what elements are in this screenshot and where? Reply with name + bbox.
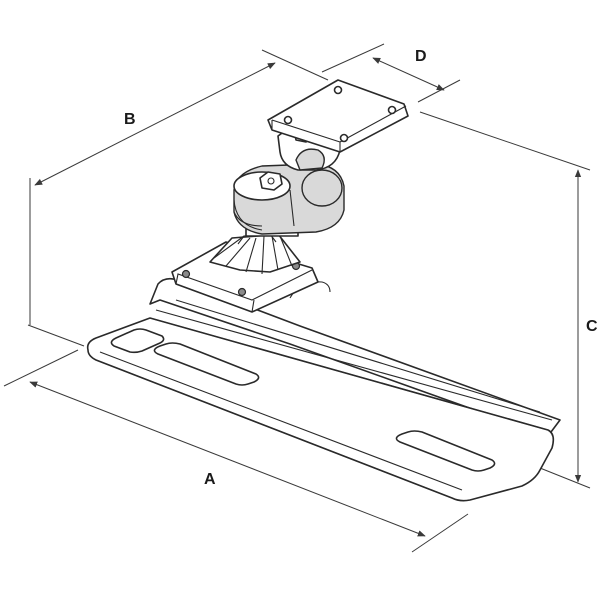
dimension-a-label: A — [204, 471, 216, 488]
screw-hole-icon — [387, 105, 397, 115]
slot-left-short — [110, 328, 165, 354]
swivel-housing — [233, 163, 345, 235]
slot-right-long — [395, 430, 496, 472]
screw-hole-icon — [333, 85, 343, 95]
screw-hole-icon — [339, 133, 349, 143]
extension-line — [411, 513, 469, 553]
dimension-d-label: D — [415, 48, 427, 65]
dimension-d-line — [372, 57, 445, 91]
bolt-icon — [181, 269, 191, 279]
dimension-b-line — [34, 62, 276, 186]
slot-left-long — [153, 342, 260, 386]
extension-line — [261, 49, 329, 81]
dimension-lines — [3, 43, 591, 553]
extension-line — [539, 467, 591, 489]
hex-nut-icon — [259, 171, 283, 191]
dimension-c-label: C — [586, 318, 598, 335]
dimension-a-line — [29, 381, 426, 537]
screw-hole-icon — [283, 115, 293, 125]
extension-line — [27, 324, 85, 347]
base-plate — [86, 277, 561, 502]
top-plate — [267, 79, 409, 153]
extension-line — [419, 111, 591, 171]
extension-line — [321, 43, 385, 73]
extension-line — [417, 79, 461, 103]
dimension-b-label: B — [124, 111, 136, 128]
extension-line — [3, 349, 79, 387]
bolt-icon — [237, 287, 247, 297]
